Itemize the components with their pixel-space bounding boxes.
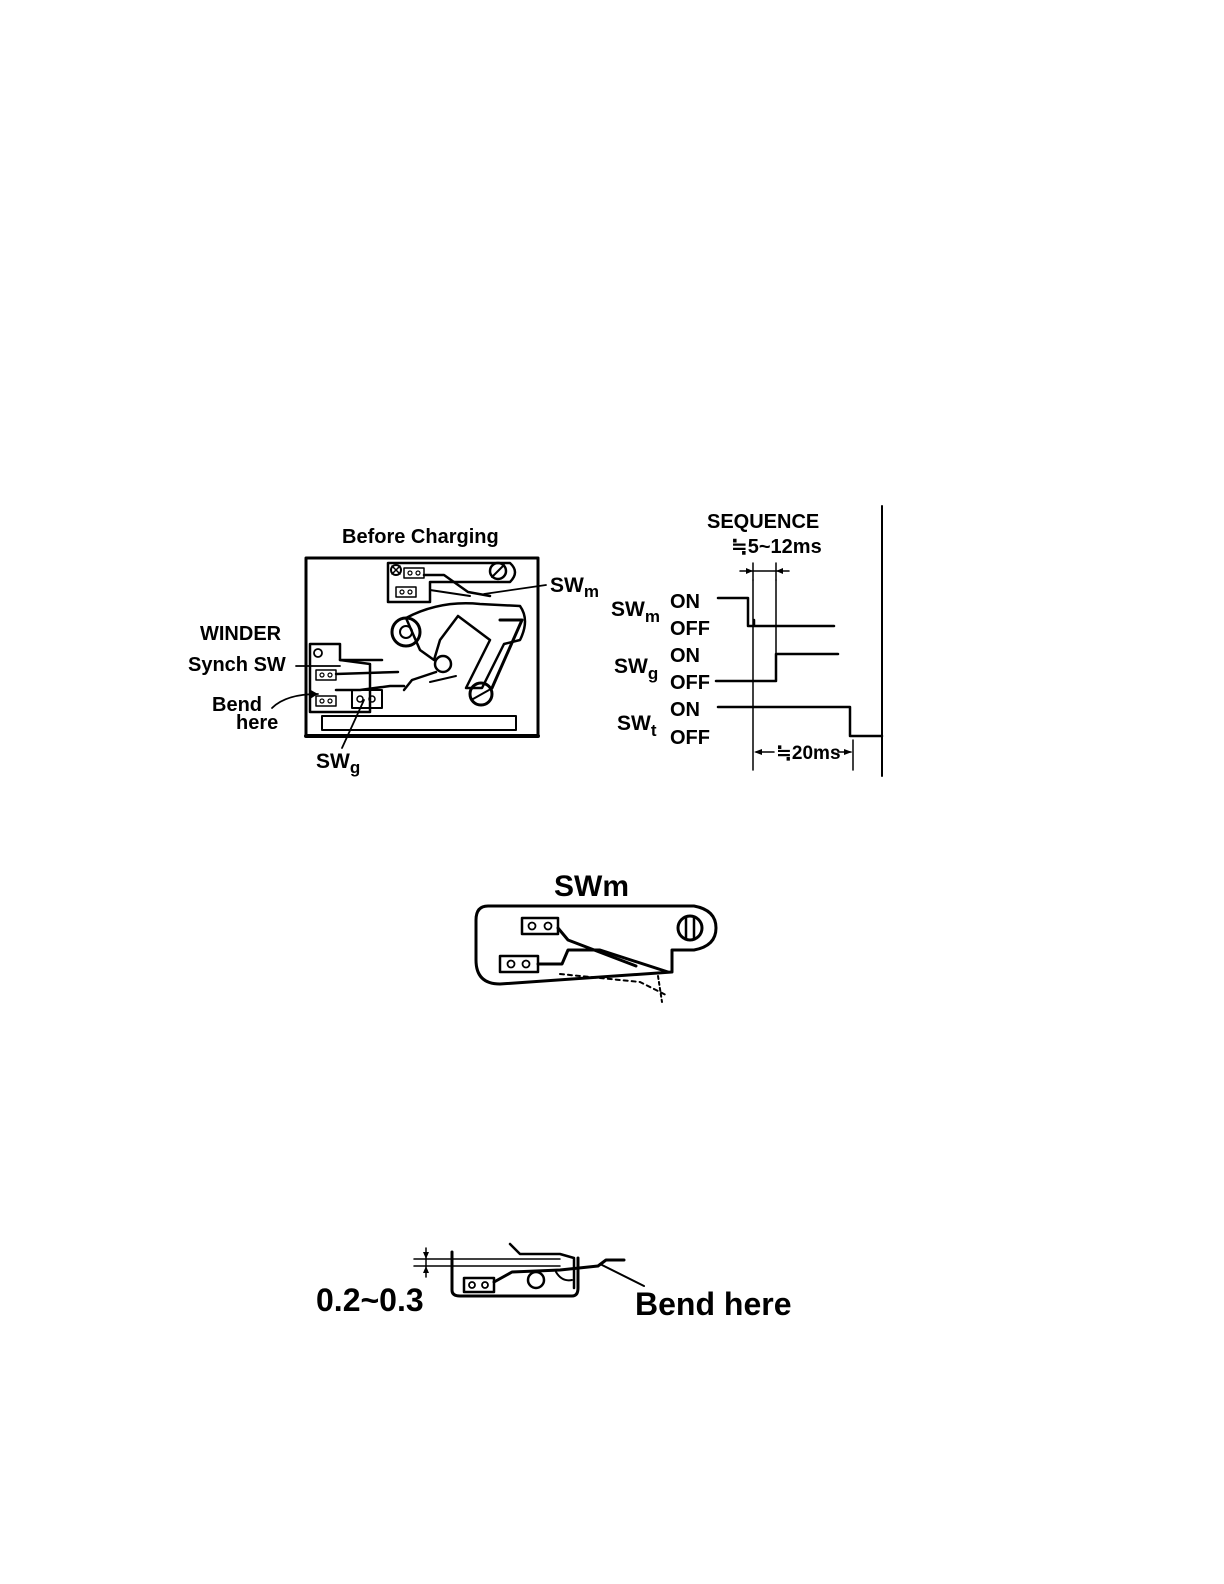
bend-here-label-line2: here bbox=[236, 712, 278, 734]
before-charging-title: Before Charging bbox=[342, 526, 499, 548]
bend-point-spring bbox=[494, 1260, 624, 1282]
swm-bracket bbox=[388, 563, 515, 602]
swm-detail-figure: SWm bbox=[476, 870, 716, 1002]
seq-swm-off: OFF bbox=[670, 618, 710, 640]
swt-waveform bbox=[718, 707, 882, 736]
swm-detail-title: SWm bbox=[554, 870, 629, 903]
swm-label: SWm bbox=[550, 574, 599, 601]
seq-swg-label: SWg bbox=[614, 655, 658, 683]
seq-swg-on: ON bbox=[670, 645, 700, 667]
interval-5-12ms-label: ≒5~12ms bbox=[731, 536, 822, 558]
before-charging-figure: Before Charging bbox=[188, 526, 599, 777]
bend-here-label: Bend here bbox=[635, 1286, 791, 1322]
swm-upper-contact-spring bbox=[558, 928, 636, 966]
bend-adjustment-figure: 0.2~0.3 Bend here bbox=[316, 1244, 791, 1322]
winder-label: WINDER bbox=[200, 623, 282, 645]
swg-waveform bbox=[716, 654, 838, 681]
seq-swg-off: OFF bbox=[670, 672, 710, 694]
sequence-timing-diagram: SEQUENCE ≒5~12ms ≒20ms SWm ON OFF SWg ON… bbox=[611, 506, 882, 776]
gap-dimension-label: 0.2~0.3 bbox=[316, 1282, 424, 1318]
swg-label: SWg bbox=[316, 750, 360, 777]
seq-swt-on: ON bbox=[670, 699, 700, 721]
seq-swm-on: ON bbox=[670, 591, 700, 613]
screw-icon bbox=[678, 916, 702, 940]
seq-swm-label: SWm bbox=[611, 598, 660, 626]
seq-swt-label: SWt bbox=[617, 712, 657, 740]
interval-20ms-label: ≒20ms bbox=[776, 743, 841, 764]
synch-sw-label: Synch SW bbox=[188, 654, 286, 676]
sequence-title: SEQUENCE bbox=[707, 511, 819, 533]
seq-swt-off: OFF bbox=[670, 727, 710, 749]
